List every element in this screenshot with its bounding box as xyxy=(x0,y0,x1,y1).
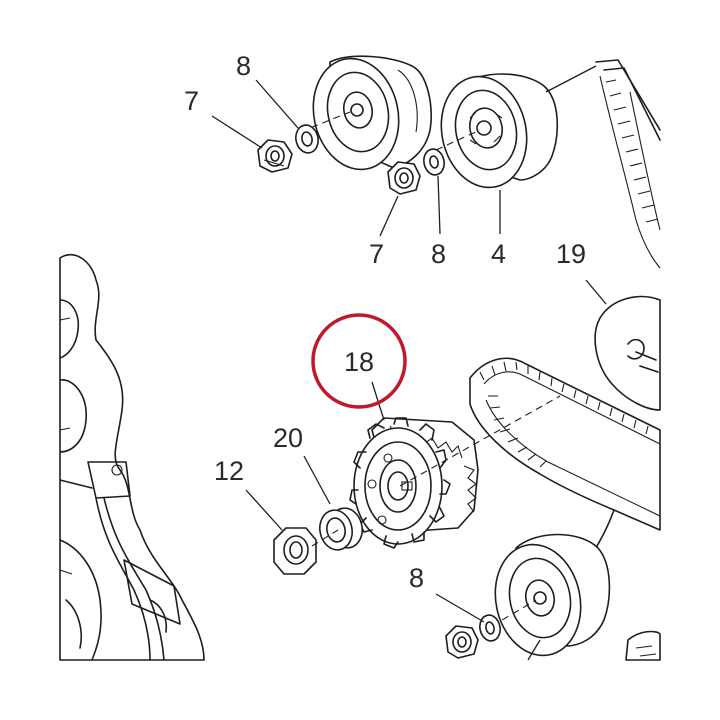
bracket-corner xyxy=(625,630,661,661)
cover-plate xyxy=(594,295,661,411)
label-nut-top-left: 7 xyxy=(184,86,199,116)
label-flanged-nut: 12 xyxy=(214,456,244,486)
flanged-nut xyxy=(273,527,339,575)
idler-pulley-upper-left xyxy=(299,55,432,171)
label-sprocket: 18 xyxy=(344,347,374,377)
label-washer-bottom: 8 xyxy=(409,563,424,593)
nut-bottom xyxy=(445,625,479,659)
label-washer-top-left: 8 xyxy=(236,51,251,81)
label-cover-plate: 19 xyxy=(556,239,586,269)
label-idler-pulley: 4 xyxy=(491,239,506,269)
nut-top-left xyxy=(257,139,293,173)
timing-sprocket xyxy=(349,395,561,549)
highlight-circle xyxy=(311,313,407,409)
label-nut-middle: 7 xyxy=(369,239,384,269)
idler-pulley-4 xyxy=(435,65,597,189)
washer-top-left xyxy=(295,124,319,154)
leader-lines xyxy=(211,79,607,623)
nut-middle xyxy=(387,161,421,195)
label-washer-middle: 8 xyxy=(431,239,446,269)
timing-belt xyxy=(469,59,661,549)
engine-casing xyxy=(59,253,205,661)
idler-pulley-lower xyxy=(491,533,611,661)
washer-bottom xyxy=(479,614,501,642)
label-spacer: 20 xyxy=(273,423,303,453)
spacer-ring xyxy=(319,507,363,551)
washer-middle xyxy=(423,148,445,176)
